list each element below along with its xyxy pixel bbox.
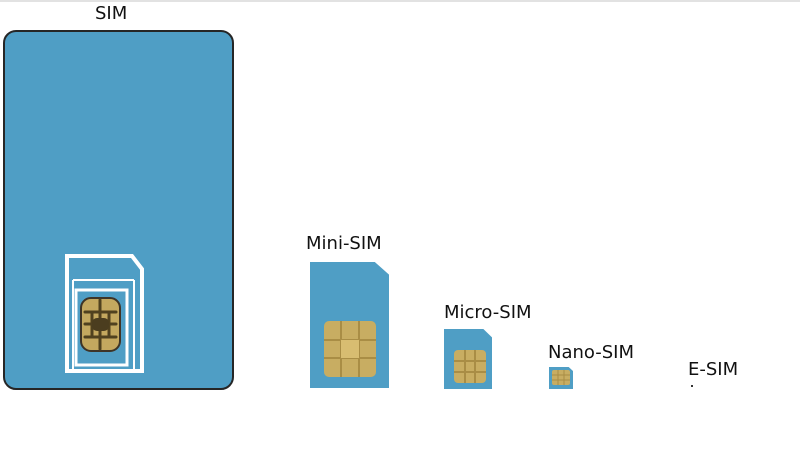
micro-sim-label: Micro-SIM <box>444 302 532 323</box>
mini-sim-label: Mini-SIM <box>306 233 382 254</box>
breakout-outline <box>65 250 145 375</box>
chip-icon <box>454 350 486 383</box>
e-sim-label: E-SIM <box>688 359 739 380</box>
nano-sim-label: Nano-SIM <box>548 342 635 363</box>
e-sim-marker <box>691 385 693 387</box>
chip-icon <box>552 370 570 385</box>
chip-icon <box>324 321 376 377</box>
top-border <box>0 0 800 2</box>
sim-label: SIM <box>95 3 128 24</box>
chip-icon <box>80 297 121 352</box>
